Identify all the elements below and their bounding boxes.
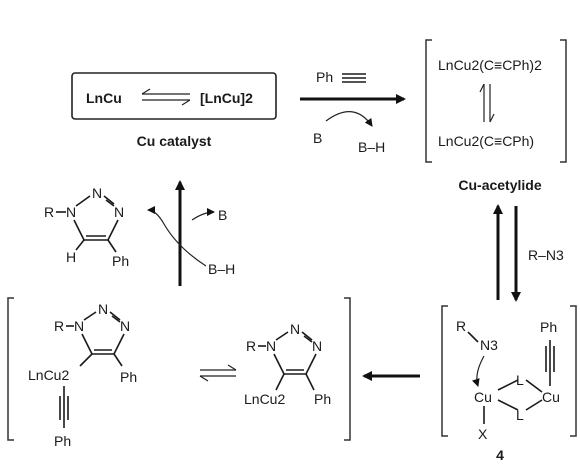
top-acid-label: B–H — [358, 139, 385, 155]
complex4-cu-left: Cu — [474, 389, 492, 405]
mid-ph: Ph — [314, 391, 331, 407]
complex4-cu-right: Cu — [542, 389, 560, 405]
mid-cu: LnCu2 — [244, 391, 285, 407]
acetylide-caption: Cu-acetylide — [458, 177, 541, 193]
triazole-product-group: R N N N H Ph — [44, 185, 129, 269]
prod-n2: N — [92, 185, 102, 201]
complex4-l-bottom: L — [516, 407, 524, 423]
mid-n2: N — [290, 321, 300, 337]
complex4-x: X — [478, 426, 488, 442]
top-base-label: B — [313, 130, 322, 146]
br-cu: LnCu2 — [28, 367, 69, 383]
catalyst-caption: Cu catalyst — [137, 133, 212, 149]
acetylide-line1: LnCu2(C≡CPh)2 — [438, 57, 542, 73]
br-ph: Ph — [120, 369, 137, 385]
complex4-number: 4 — [496, 447, 504, 463]
mid-n1: N — [266, 338, 276, 354]
azide-label: R–N3 — [528, 247, 564, 263]
acetylide-line2: LnCu2(C≡CPh) — [438, 133, 534, 149]
prod-n1: N — [66, 204, 76, 220]
protonation-step: B–H B — [147, 180, 235, 286]
catalyst-box — [71, 72, 277, 120]
cu-catalyst-group: LnCu [LnCu]2 Cu catalyst — [71, 72, 277, 149]
release-acid: B–H — [208, 261, 235, 277]
mid-n3: N — [312, 338, 322, 354]
cu-triazolide-group: R N N N LnCu2 Ph — [244, 321, 331, 407]
triazolide-equilibrium — [199, 364, 237, 382]
complex-4-group: R N3 Cu Cu L L X Ph 4 — [441, 305, 577, 463]
br-n1: N — [74, 318, 84, 334]
complex4-l-top: L — [516, 372, 524, 388]
prod-ph: Ph — [112, 253, 129, 269]
br-n3: N — [120, 318, 130, 334]
br-ph-bottom: Ph — [54, 433, 71, 449]
complex4-ph: Ph — [540, 319, 557, 335]
release-base: B — [218, 207, 227, 223]
alkyne-addition-step: Ph B B–H — [300, 69, 406, 155]
complex4-r: R — [456, 318, 466, 334]
prod-h: H — [66, 249, 76, 265]
cu-acetylide-group: LnCu2(C≡CPh)2 LnCu2(C≡CPh) Cu-acetylide — [425, 39, 567, 193]
prod-r: R — [44, 204, 54, 220]
br-n2: N — [98, 301, 108, 317]
mid-r: R — [246, 338, 256, 354]
catalyst-left: LnCu — [86, 90, 122, 106]
catalyst-right: [LnCu]2 — [200, 90, 253, 106]
bracketed-triazolide-group: R N N N LnCu2 Ph Ph — [7, 297, 351, 449]
br-r: R — [54, 318, 64, 334]
complex4-n3: N3 — [480, 337, 498, 353]
alkyne-ph-label: Ph — [316, 69, 333, 85]
azide-addition-step: R–N3 — [493, 204, 564, 302]
prod-n3: N — [114, 204, 124, 220]
